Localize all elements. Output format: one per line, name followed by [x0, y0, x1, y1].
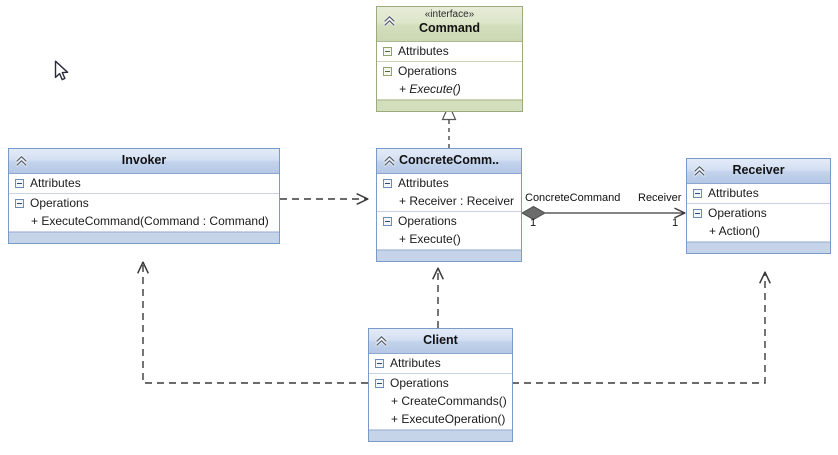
command-header[interactable]: «interface» Command [377, 7, 522, 42]
invoker-footer [9, 232, 279, 243]
command-attributes-compartment[interactable]: Attributes [377, 42, 522, 62]
minus-box-icon[interactable] [693, 188, 702, 198]
uml-class-client[interactable]: Client Attributes Operations + CreateCom… [368, 328, 513, 442]
uml-class-command[interactable]: «interface» Command Attributes Operation… [376, 6, 523, 112]
edge-aggregation-concretecommand-receiver [520, 205, 685, 221]
association-target-multiplicity: 1 [672, 217, 679, 229]
invoker-attributes-compartment[interactable]: Attributes [9, 174, 279, 194]
command-attributes-toggle[interactable]: Attributes [377, 42, 522, 61]
command-title: Command [418, 21, 481, 35]
minus-box-icon[interactable] [383, 216, 392, 226]
chevron-up-double-icon[interactable] [374, 334, 389, 349]
association-target-role-label: Receiver [638, 192, 682, 204]
edge-dependency-client-invoker [143, 262, 368, 384]
concretecommand-attributes-compartment[interactable]: Attributes + Receiver : Receiver [377, 174, 521, 212]
concretecommand-operations-compartment[interactable]: Operations + Execute() [377, 212, 521, 250]
concretecommand-title: ConcreteComm... [399, 153, 499, 167]
chevron-up-double-icon[interactable] [14, 154, 29, 169]
receiver-operations-toggle[interactable]: Operations [687, 204, 830, 223]
receiver-operations-compartment[interactable]: Operations + Action() [687, 204, 830, 242]
concretecommand-operations-toggle[interactable]: Operations [377, 212, 521, 231]
edge-dependency-client-receiver [512, 272, 765, 384]
concretecommand-attribute-item: + Receiver : Receiver [399, 194, 515, 208]
minus-box-icon[interactable] [383, 178, 392, 188]
invoker-operations-label: Operations [30, 196, 89, 210]
concretecommand-attributes-label: Attributes [398, 176, 449, 190]
mouse-pointer-icon [54, 60, 72, 89]
receiver-operations-label: Operations [708, 206, 767, 220]
client-operations-toggle[interactable]: Operations [369, 374, 512, 393]
receiver-footer [687, 242, 830, 253]
concretecommand-attributes-toggle[interactable]: Attributes [377, 174, 521, 193]
client-operation-item: + CreateCommands() [391, 394, 507, 408]
minus-box-icon[interactable] [383, 66, 392, 76]
command-attributes-label: Attributes [398, 44, 449, 58]
uml-class-invoker[interactable]: Invoker Attributes Operations + ExecuteC… [8, 148, 280, 244]
receiver-title: Receiver [732, 163, 785, 177]
invoker-operations-toggle[interactable]: Operations [9, 194, 279, 213]
receiver-attributes-toggle[interactable]: Attributes [687, 184, 830, 203]
association-source-role-label: ConcreteCommand [525, 192, 621, 204]
invoker-title: Invoker [121, 153, 167, 167]
association-source-multiplicity: 1 [530, 217, 537, 229]
minus-box-icon[interactable] [375, 358, 384, 368]
command-stereotype: «interface» [424, 9, 475, 20]
chevron-up-double-icon[interactable] [382, 154, 397, 169]
client-attributes-label: Attributes [390, 356, 441, 370]
command-operations-compartment[interactable]: Operations + Execute() [377, 62, 522, 100]
invoker-attributes-toggle[interactable]: Attributes [9, 174, 279, 193]
client-attributes-compartment[interactable]: Attributes [369, 354, 512, 374]
invoker-attributes-label: Attributes [30, 176, 81, 190]
minus-box-icon[interactable] [693, 208, 702, 218]
client-header[interactable]: Client [369, 329, 512, 354]
uml-class-concretecommand[interactable]: ConcreteComm... Attributes + Receiver : … [376, 148, 522, 262]
concretecommand-header[interactable]: ConcreteComm... [377, 149, 521, 174]
client-title: Client [423, 333, 458, 347]
concretecommand-operation-item: + Execute() [399, 232, 461, 246]
receiver-operation-item: + Action() [709, 224, 761, 238]
minus-box-icon[interactable] [375, 378, 384, 388]
client-operation-item: + ExecuteOperation() [391, 412, 506, 426]
concretecommand-operations-label: Operations [398, 214, 457, 228]
chevron-up-double-icon[interactable] [692, 164, 707, 179]
minus-box-icon[interactable] [383, 46, 392, 56]
receiver-attributes-label: Attributes [708, 186, 759, 200]
uml-class-receiver[interactable]: Receiver Attributes Operations + Action(… [686, 158, 831, 254]
command-operations-toggle[interactable]: Operations [377, 62, 522, 81]
minus-box-icon[interactable] [15, 198, 24, 208]
receiver-header[interactable]: Receiver [687, 159, 830, 184]
client-operations-compartment[interactable]: Operations + CreateCommands() + ExecuteO… [369, 374, 512, 430]
receiver-attributes-compartment[interactable]: Attributes [687, 184, 830, 204]
command-footer [377, 100, 522, 111]
command-operations-label: Operations [398, 64, 457, 78]
invoker-header[interactable]: Invoker [9, 149, 279, 174]
invoker-operations-compartment[interactable]: Operations + ExecuteCommand(Command : Co… [9, 194, 279, 232]
chevron-up-double-icon[interactable] [382, 14, 397, 29]
concretecommand-footer [377, 250, 521, 261]
invoker-operation-item: + ExecuteCommand(Command : Command) [31, 214, 269, 228]
client-footer [369, 430, 512, 441]
minus-box-icon[interactable] [15, 178, 24, 188]
command-operation-item: + Execute() [399, 82, 461, 96]
client-attributes-toggle[interactable]: Attributes [369, 354, 512, 373]
client-operations-label: Operations [390, 376, 449, 390]
